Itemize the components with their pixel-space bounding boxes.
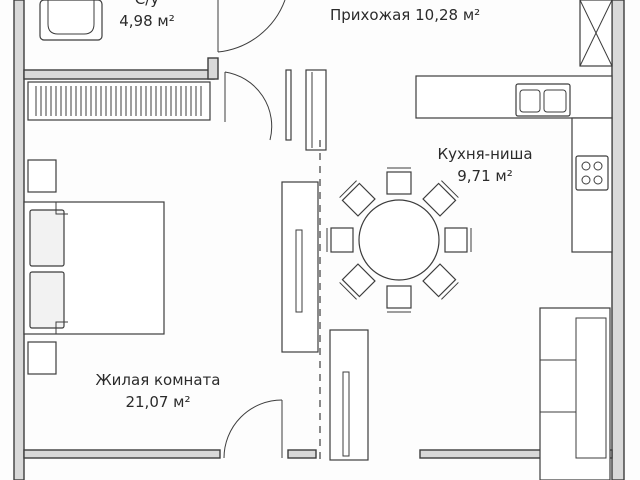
bathtub-inner	[47, 0, 95, 35]
bottom-left-wall	[23, 449, 221, 459]
sofa-icon	[539, 307, 611, 480]
sink-icon	[515, 83, 571, 117]
bed-pillow-top	[29, 209, 65, 267]
kitchen-area: 9,71 м²	[457, 167, 513, 185]
dining-chair	[422, 263, 459, 300]
wardrobe-body	[27, 81, 211, 121]
dining-chair	[339, 263, 376, 300]
hallway-doors	[224, 69, 327, 151]
sink-bowl-right	[543, 89, 567, 113]
living-door-arc	[223, 399, 283, 459]
dining-chair	[422, 180, 459, 217]
bottom-right-wall	[419, 449, 613, 459]
burner-3	[581, 175, 591, 185]
bottom-mid-wall	[287, 449, 317, 459]
burner-4	[593, 175, 603, 185]
tv-panel	[295, 229, 303, 313]
wardrobe-hatch	[35, 86, 202, 116]
dining-chair	[339, 180, 376, 217]
partition-left	[285, 69, 292, 141]
nightstand-top	[27, 159, 57, 193]
hallway-name: Прихожая	[330, 6, 411, 24]
dining-chairs	[326, 167, 472, 313]
hallway-area: 10,28 м²	[415, 6, 481, 24]
bathroom-name: С/у	[92, 0, 202, 10]
nightstand-bottom	[27, 341, 57, 375]
closet-cross-b	[579, 0, 613, 67]
bathroom-bottom-wall	[23, 69, 215, 80]
dining-table-top	[358, 199, 440, 281]
bed-pillow-bottom	[29, 271, 65, 329]
burner-1	[581, 161, 591, 171]
bathroom-door-arc	[217, 0, 286, 53]
bed-sheet-corner-a	[55, 202, 68, 215]
kitchen-fixtures	[415, 75, 613, 253]
partition-cabinet	[305, 69, 327, 151]
bed-sheet-corner-b	[55, 321, 68, 334]
walls	[13, 0, 625, 480]
living-label: Жилая комната 21,07 м²	[72, 369, 244, 413]
bathroom-label: С/у 4,98 м²	[92, 0, 202, 32]
hallway-door-arc	[224, 71, 273, 141]
living-name: Жилая комната	[95, 371, 221, 389]
sink-bowl-left	[519, 89, 541, 113]
right-outer-wall	[611, 0, 625, 480]
burner-2	[593, 161, 603, 171]
bathroom-area: 4,98 м²	[119, 12, 175, 30]
bathroom-door-jamb	[207, 57, 219, 80]
hallway-label: Прихожая 10,28 м²	[330, 4, 480, 26]
kitchen-label: Кухня-ниша 9,71 м²	[420, 143, 550, 187]
entrance-closet	[579, 0, 613, 67]
sofa-body	[539, 307, 611, 480]
bathtub-icon	[39, 0, 103, 41]
tv-cabinet	[281, 181, 319, 353]
kitchen-name: Кухня-ниша	[437, 145, 533, 163]
stove-icon	[575, 155, 609, 191]
kitchen-counter-top	[415, 75, 613, 119]
sofa-back	[575, 317, 607, 459]
dining-chair	[386, 167, 412, 195]
left-outer-wall	[13, 0, 25, 480]
wardrobe	[27, 81, 211, 121]
dining-chair	[444, 227, 472, 253]
dining-chair	[326, 227, 354, 253]
bathroom-fixtures	[39, 0, 286, 53]
dining-table-icon	[326, 167, 472, 313]
dining-chair	[386, 285, 412, 313]
storage-cabinet-panel	[342, 371, 350, 457]
living-area: 21,07 м²	[125, 393, 191, 411]
living-furniture	[23, 140, 369, 461]
